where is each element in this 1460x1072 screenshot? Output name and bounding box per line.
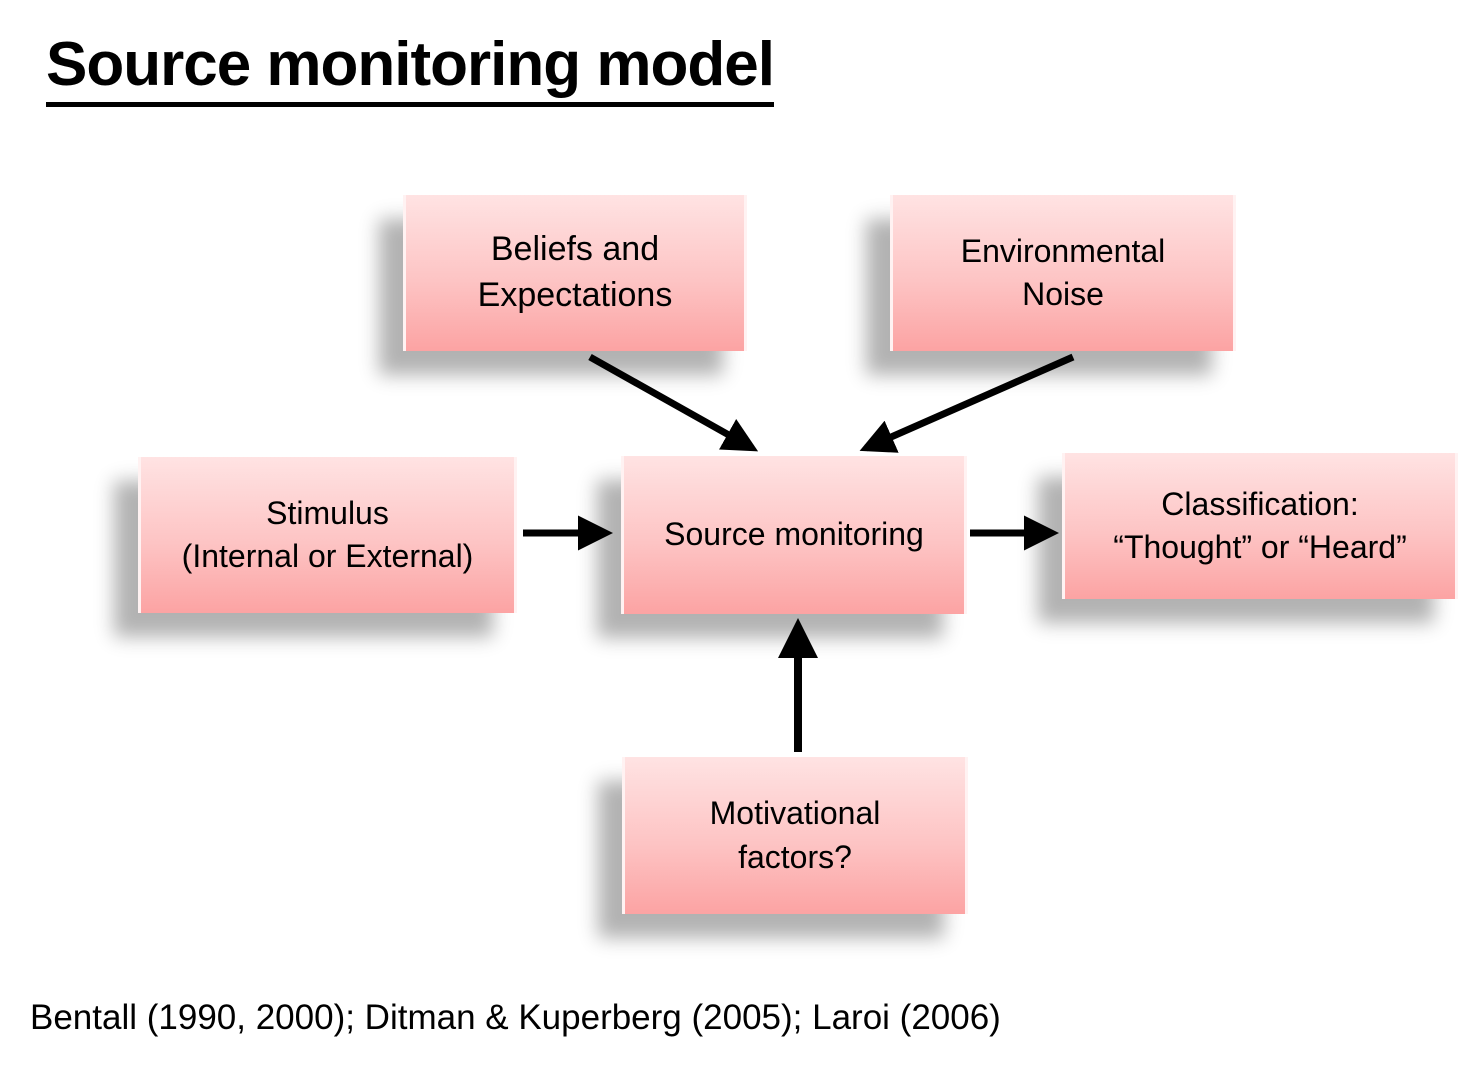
box-stimulus: Stimulus (Internal or External): [138, 457, 517, 613]
box-label: Classification: “Thought” or “Heard”: [1113, 485, 1407, 565]
box-label: Source monitoring: [664, 516, 924, 553]
box-classification: Classification: “Thought” or “Heard”: [1062, 453, 1458, 599]
box-label: Environmental Noise: [960, 232, 1166, 312]
arrow-beliefs-to-source: [588, 353, 759, 452]
arrow-environment-to-source: [859, 353, 1075, 453]
box-label: Stimulus (Internal or External): [181, 494, 474, 574]
box-beliefs-expectations: Beliefs and Expectations: [403, 195, 747, 351]
box-label: Beliefs and Expectations: [477, 230, 673, 314]
box-source-monitoring: Source monitoring: [621, 456, 967, 614]
box-environmental-noise: Environmental Noise: [890, 195, 1236, 351]
box-motivational-factors: Motivational factors?: [622, 757, 968, 914]
citation: Bentall (1990, 2000); Ditman & Kuperberg…: [30, 998, 1001, 1037]
box-label: Motivational factors?: [709, 795, 881, 875]
slide-title: Source monitoring model: [46, 28, 775, 108]
